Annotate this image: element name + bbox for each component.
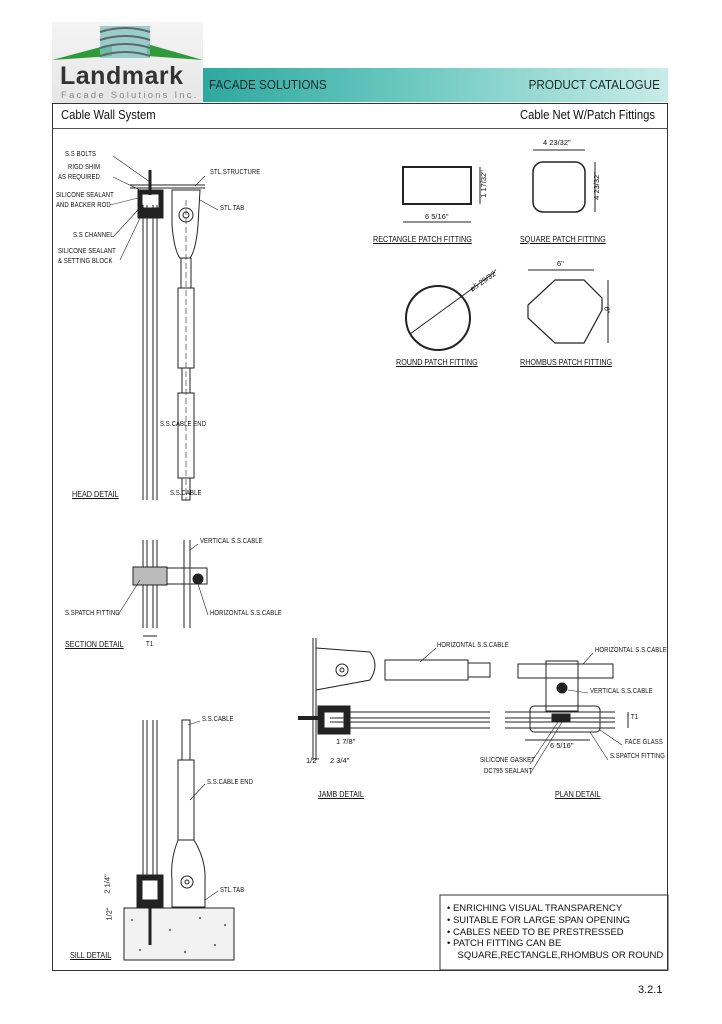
jamb-dim-1-7-8: 1 7/8" (336, 737, 356, 746)
label-patch-fitting: S.SPATCH FITTING (65, 610, 121, 617)
sill-label-ss-cable: S.S.CABLE (202, 716, 234, 723)
rectangle-patch-drawing (402, 166, 481, 223)
plan-detail-title: PLAN DETAIL (555, 790, 601, 799)
jamb-detail-drawing (298, 638, 491, 760)
head-detail-drawing (130, 170, 205, 501)
label-silicone-sealant: SILICONE SEALANT (56, 192, 114, 199)
features-list: • ENRICHING VISUAL TRANSPARENCY • SUITAB… (447, 903, 663, 962)
jamb-label-horizontal-cable: HORIZONTAL S.S.CABLE (437, 642, 509, 649)
plan-label-face-glass: FACE GLASS (625, 739, 663, 746)
logo-subtext: Facade Solutions Inc. (61, 90, 199, 101)
round-patch-title: ROUND PATCH FITTING (396, 358, 478, 367)
rhombus-patch-drawing (527, 269, 609, 344)
label-as-required: AS REQUIRED (58, 174, 100, 181)
square-patch-drawing (532, 149, 596, 213)
page-number: 3.2.1 (638, 984, 663, 996)
sill-label-ss-cable-end: S.S.CABLE END (207, 779, 254, 786)
plan-label-patch-fitting: S.SPATCH FITTING (610, 753, 666, 760)
band-title-left: FACADE SOLUTIONS (209, 77, 327, 92)
plan-label-horizontal-cable: HORIZONTAL S.S.CABLE (595, 647, 667, 654)
system-name: Cable Wall System (61, 108, 156, 122)
jamb-dim-1-2: 1/2" (306, 756, 320, 765)
plan-detail-drawing (505, 660, 629, 741)
sill-label-stl-tab: STL.TAB (220, 887, 245, 894)
building-logo-icon (52, 26, 203, 60)
rhombus-height-dim: 6" (602, 306, 612, 314)
rectangle-patch-title: RECTANGLE PATCH FITTING (373, 235, 472, 244)
product-name: Cable Net W/Patch Fittings (519, 108, 655, 122)
section-detail-drawing (132, 540, 208, 637)
plan-label-silicone-gasket: SILICONE GASKET (480, 757, 535, 764)
drawing-frame: Cable Wall System Cable Net W/Patch Fitt… (52, 103, 668, 971)
sill-detail-drawing (123, 719, 235, 961)
label-t1: T1 (146, 641, 154, 648)
jamb-dim-2-3-4: 2 3/4" (330, 756, 350, 765)
features-box (439, 894, 669, 971)
company-logo: Landmark Facade Solutions Inc. (52, 22, 203, 103)
sill-detail-title: SILL DETAIL (70, 951, 112, 960)
label-rigid-shim: RIGD SHIM (68, 164, 101, 171)
square-height-dim: 4 23/32" (591, 172, 601, 200)
plan-label-dc795-sealant: DC795 SEALANT (484, 768, 533, 775)
jamb-detail-title: JAMB DETAIL (318, 790, 364, 799)
feature-item: • ENRICHING VISUAL TRANSPARENCY (447, 903, 623, 914)
section-detail-title: SECTION DETAIL (65, 640, 124, 649)
rhombus-width-dim: 6" (557, 259, 564, 268)
feature-item: • PATCH FITTING CAN BE (447, 938, 562, 950)
feature-item: • SUITABLE FOR LARGE SPAN OPENING (447, 914, 630, 926)
plan-label-t1: T1 (631, 714, 639, 721)
round-patch-drawing (405, 271, 496, 351)
sill-dim-1-2: 1/2" (104, 907, 114, 921)
head-detail-title: HEAD DETAIL (72, 490, 119, 499)
leader-lines (109, 155, 623, 901)
logo-wordmark: Landmark (60, 62, 184, 90)
rect-width-dim: 6 5/16" (425, 212, 449, 221)
sub-header: Cable Wall System Cable Net W/Patch Fitt… (53, 104, 667, 129)
label-silicone-sealant-2: SILICONE SEALANT (58, 248, 116, 255)
label-stl-structure: STL.STRUCTURE (210, 169, 261, 176)
label-ss-cable: S.S.CABLE (170, 490, 202, 497)
square-width-dim: 4 23/32" (543, 138, 571, 147)
sill-dim-2-1-4: 2 1/4" (102, 874, 112, 894)
plan-dim-6-5-16: 6 5/16" (550, 741, 574, 750)
feature-item: • CABLES NEED TO BE PRESTRESSED (447, 926, 624, 938)
feature-item: SQUARE,RECTANGLE,RHOMBUS OR ROUND (447, 950, 664, 962)
label-ss-bolts: S.S BOLTS (65, 151, 97, 158)
header-band: FACADE SOLUTIONS PRODUCT CATALOGUE (203, 68, 668, 102)
rhombus-patch-title: RHOMBUS PATCH FITTING (520, 358, 613, 367)
label-ss-cable-end: S.S.CABLE END (160, 421, 207, 428)
label-vertical-cable: VERTICAL S.S.CABLE (200, 538, 263, 545)
square-patch-title: SQUARE PATCH FITTING (520, 235, 606, 244)
rect-height-dim: 1 17/32" (478, 170, 488, 198)
label-setting-block: & SETTING BLOCK (58, 258, 113, 265)
label-ss-channel: S.S CHANNEL (73, 232, 114, 239)
plan-label-vertical-cable: VERTICAL S.S.CABLE (590, 688, 653, 695)
band-title-right: PRODUCT CATALOGUE (528, 77, 660, 92)
label-horizontal-cable: HORIZONTAL S.S.CABLE (210, 610, 282, 617)
label-backer-rod: AND BACKER ROD (56, 202, 111, 209)
label-stl-tab: STL.TAB (220, 205, 245, 212)
